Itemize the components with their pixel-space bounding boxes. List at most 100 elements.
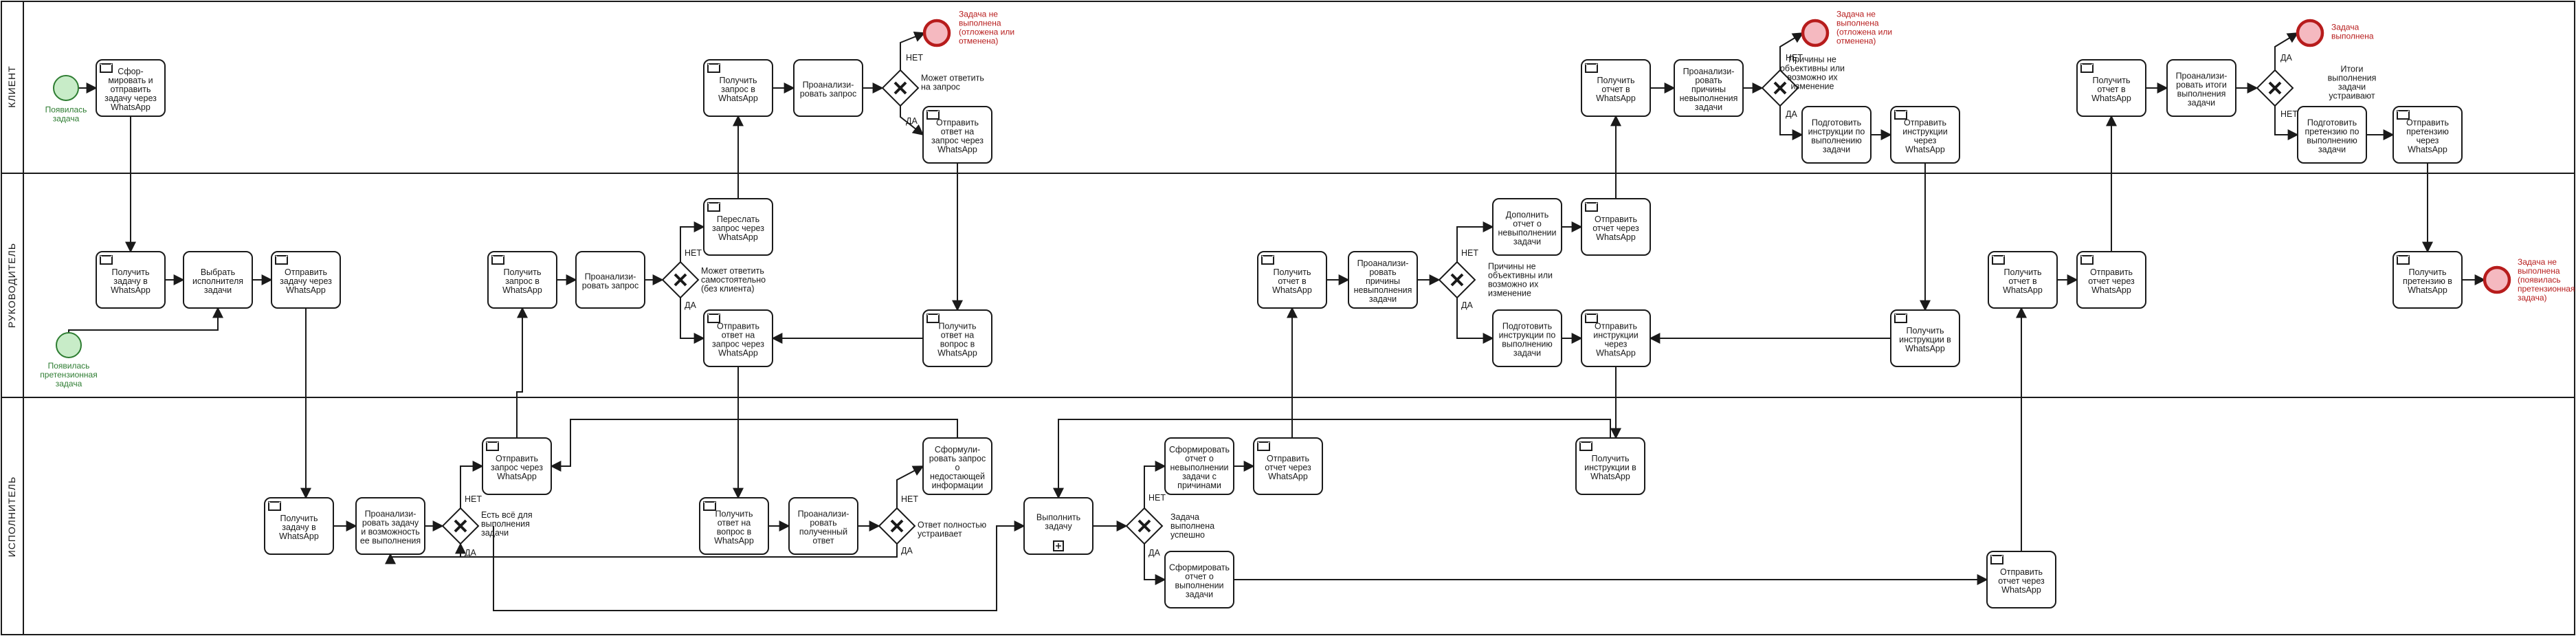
exclusive-x-icon [890, 519, 904, 533]
flow-label-yes: ДА [2280, 53, 2292, 63]
flow-label-no: НЕТ [1148, 493, 1166, 503]
envelope-icon [707, 314, 720, 323]
sequence-flow [680, 221, 705, 262]
flow-label-yes: ДА [901, 546, 913, 556]
envelope-icon [1579, 441, 1592, 451]
sequence-flow [900, 31, 926, 70]
envelope-icon [1585, 314, 1598, 323]
envelope-icon [275, 255, 288, 265]
flow-label-yes: ДА [1461, 300, 1473, 310]
envelope-icon [2080, 63, 2094, 73]
exclusive-x-icon [2268, 81, 2282, 95]
exclusive-x-icon [454, 519, 467, 533]
task-m5[interactable]: Проанализи-ровать запрос [575, 251, 645, 309]
sequence-flow [1779, 106, 1803, 140]
exclusive-x-icon [674, 273, 687, 287]
sequence-flow [900, 106, 924, 135]
envelope-icon [268, 501, 281, 511]
sequence-flow [460, 461, 484, 508]
flow-label-no: НЕТ [901, 494, 918, 504]
envelope-icon [703, 501, 716, 511]
envelope-icon [486, 441, 499, 451]
sequence-flow [1456, 221, 1494, 262]
flow-label-yes: ДА [1148, 548, 1160, 558]
sequence-flow [516, 307, 528, 438]
lane-label-manager: РУКОВОДИТЕЛЬ [6, 243, 17, 328]
exclusive-x-icon [893, 81, 907, 95]
task-c3[interactable]: Проанализи-ровать запрос [793, 59, 863, 117]
sequence-flow [455, 542, 898, 558]
flow-label-no: НЕТ [2280, 109, 2298, 119]
envelope-icon [926, 110, 940, 120]
